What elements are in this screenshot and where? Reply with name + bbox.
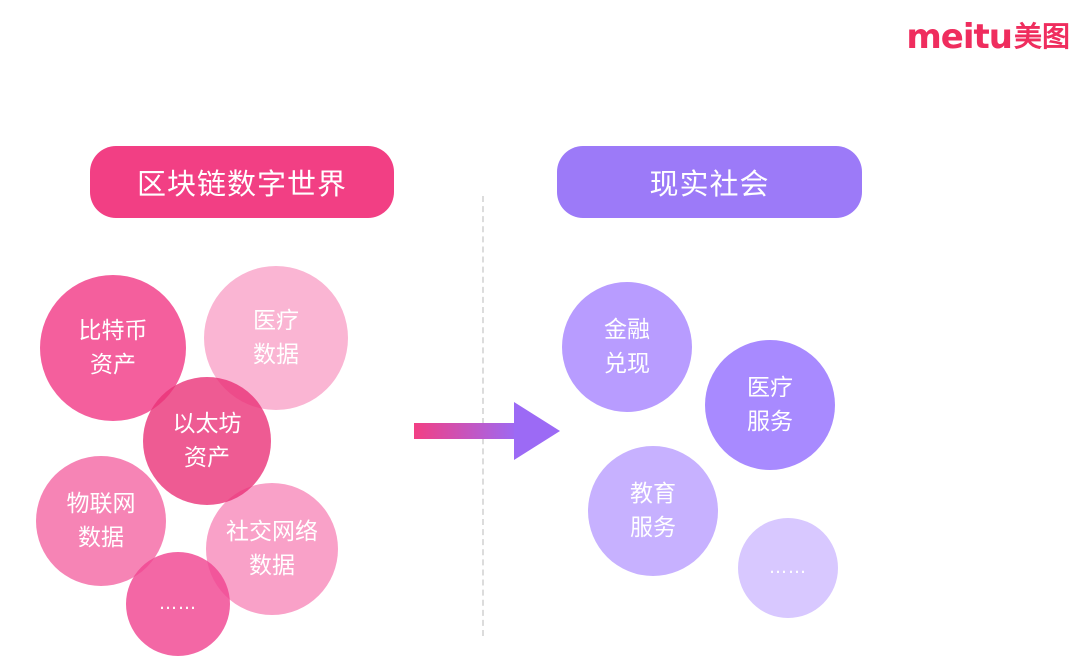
finance-cashout-bubble: 金融 兑现 bbox=[562, 282, 692, 412]
bubble-line: 物联网 bbox=[66, 491, 136, 517]
bubble-line: 资产 bbox=[184, 445, 230, 471]
dashed-divider bbox=[482, 196, 484, 636]
bubble-line: 兑现 bbox=[604, 351, 650, 377]
ellipsis-text: …… bbox=[769, 557, 807, 578]
bubble-line: 比特币 bbox=[78, 318, 148, 344]
bubble-line: 服务 bbox=[747, 409, 793, 435]
bubble-line: 数据 bbox=[78, 525, 124, 551]
bubble-line: 资产 bbox=[90, 352, 136, 378]
real-society-header: 现实社会 bbox=[557, 146, 862, 218]
bubble-line: 服务 bbox=[630, 515, 676, 541]
bubble-line: 以太坊 bbox=[172, 411, 242, 437]
blockchain-world-header: 区块链数字世界 bbox=[90, 146, 394, 218]
bubble-line: 社交网络 bbox=[226, 519, 318, 545]
bubble-line: 医疗 bbox=[253, 308, 299, 334]
more-society-bubble: …… bbox=[738, 518, 838, 618]
logo-text-en: meitu bbox=[906, 17, 1013, 57]
meitu-logo: meitu 美图 bbox=[906, 20, 1070, 54]
medical-service-bubble: 医疗 服务 bbox=[705, 340, 835, 470]
bubble-line: 金融 bbox=[604, 317, 650, 343]
bubble-line: 教育 bbox=[630, 481, 676, 507]
ellipsis-text: …… bbox=[159, 593, 197, 614]
logo-text-cn: 美图 bbox=[1013, 20, 1070, 53]
bubble-line: 数据 bbox=[253, 342, 299, 368]
bubble-line: 数据 bbox=[249, 553, 295, 579]
more-blockchain-bubble: …… bbox=[126, 552, 230, 656]
bubble-line: 医疗 bbox=[747, 375, 793, 401]
right-arrow-icon bbox=[414, 402, 560, 460]
education-service-bubble: 教育 服务 bbox=[588, 446, 718, 576]
ethereum-asset-bubble: 以太坊 资产 bbox=[143, 377, 271, 505]
